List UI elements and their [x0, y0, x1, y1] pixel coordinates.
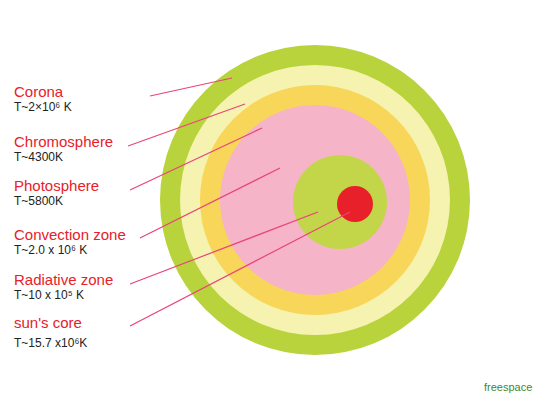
leader-line: [130, 128, 262, 190]
temperature-label: T~15.7 x10⁶K: [14, 337, 87, 350]
leader-line: [130, 212, 318, 284]
temperature-label: T~10 x 10⁵ K: [14, 289, 84, 302]
leader-line: [150, 78, 232, 96]
leader-line: [128, 104, 245, 146]
layer-name: Convection zone: [14, 227, 126, 244]
layer-name: sun's core: [14, 315, 82, 332]
convection-zone-ring: [220, 105, 410, 295]
temperature-label: T~5800K: [14, 195, 63, 208]
temperature-label: T~2.0 x 10⁶ K: [14, 244, 87, 257]
layer-name: Chromosphere: [14, 134, 113, 151]
photosphere-ring: [200, 85, 430, 315]
leader-line: [140, 168, 280, 238]
corona-ring: [160, 45, 470, 355]
layer-name: Radiative zone: [14, 272, 113, 289]
chromosphere-ring: [180, 65, 450, 335]
layer-name: Photosphere: [14, 178, 99, 195]
temperature-label: T~2×10⁶ K: [14, 101, 72, 114]
temperature-label: T~4300K: [14, 151, 63, 164]
layer-name: Corona: [14, 84, 63, 101]
leader-line: [130, 212, 350, 326]
watermark: freespace: [484, 381, 532, 393]
